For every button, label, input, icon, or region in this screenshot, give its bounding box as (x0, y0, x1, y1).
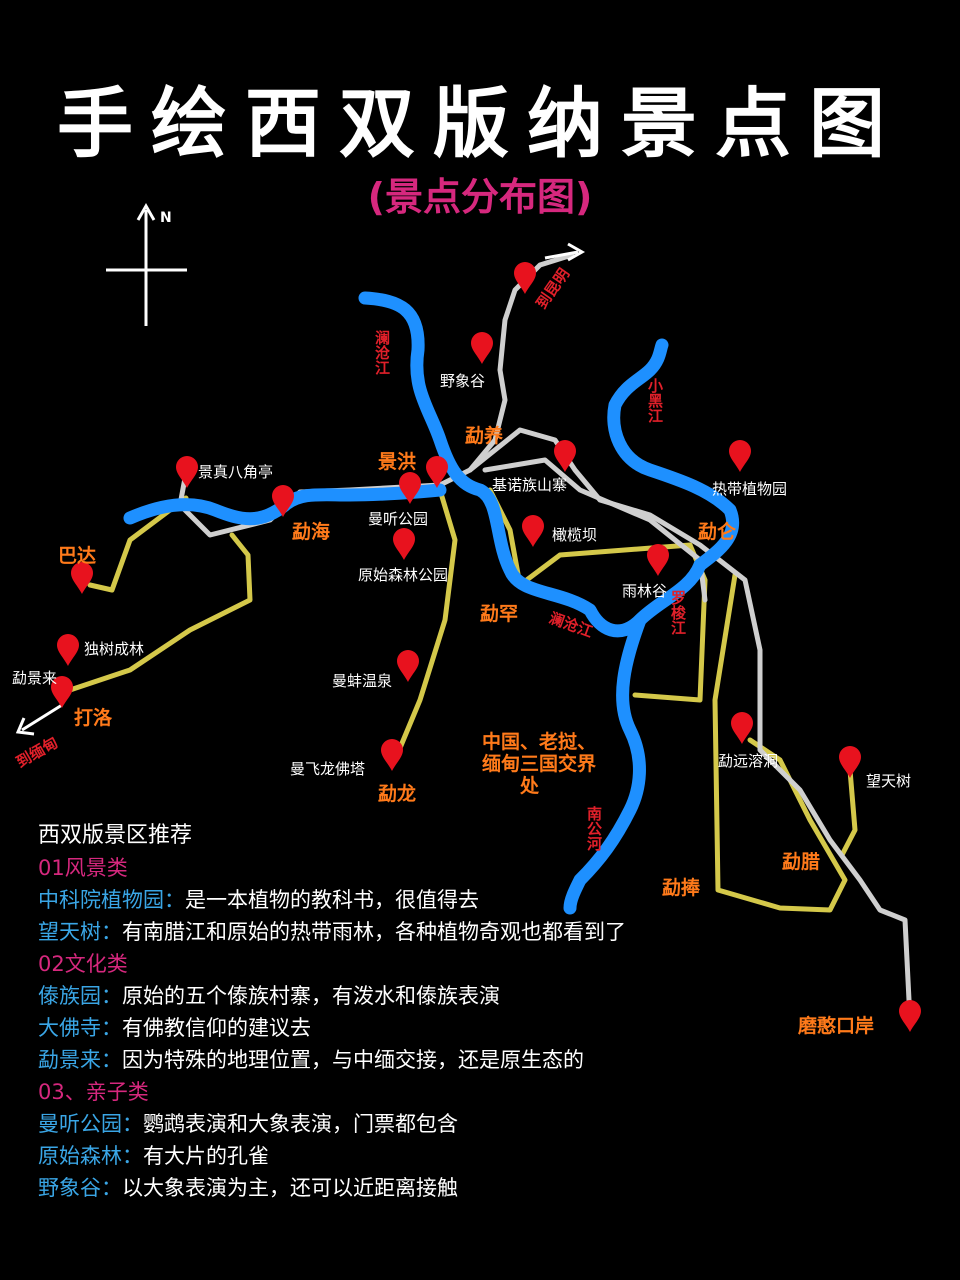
recommendation-item: 大佛寺：有佛教信仰的建议去 (38, 1012, 738, 1044)
location-pin-icon[interactable] (522, 515, 544, 547)
recommendation-name: 傣族园： (38, 984, 122, 1008)
town-label-bada: 巴达 (58, 544, 96, 567)
spot-label-wangtianshu: 望天树 (866, 772, 911, 790)
location-pins (51, 262, 921, 1032)
river-label-lancang-north: 澜沧江 (373, 329, 391, 376)
recommendation-desc: 有佛教信仰的建议去 (122, 1016, 311, 1040)
compass-north-label: N (160, 210, 172, 226)
page-subtitle: (景点分布图) (367, 175, 593, 219)
river-label-nangong: 南公河 (585, 805, 603, 852)
recommendation-name: 野象谷： (38, 1176, 122, 1200)
recommendation-item: 曼听公园：鹦鹉表演和大象表演，门票都包含 (38, 1108, 738, 1140)
direction-label-kunming: 到昆明 (533, 265, 574, 312)
spot-label-jingzhen-pavilion: 景真八角亭 (198, 463, 273, 481)
recommendation-desc: 因为特殊的地理位置，与中缅交接，还是原生态的 (122, 1048, 584, 1072)
recommendation-desc: 鹦鹉表演和大象表演，门票都包含 (143, 1112, 458, 1136)
recommendation-desc: 是一本植物的教科书，很值得去 (185, 888, 479, 912)
location-pin-icon[interactable] (51, 676, 73, 708)
town-label-menglong: 勐龙 (378, 782, 416, 805)
spot-label-single-tree-forest: 独树成林 (84, 640, 144, 658)
page-title: 手绘西双版纳景点图 (57, 79, 903, 168)
location-pin-icon[interactable] (729, 440, 751, 472)
town-label-mengla: 勐腊 (782, 851, 820, 873)
location-pin-icon[interactable] (731, 712, 753, 744)
location-pin-icon[interactable] (471, 332, 493, 364)
spot-label-primeval-forest-park: 原始森林公园 (358, 566, 448, 584)
location-pin-icon[interactable] (393, 528, 415, 560)
recommendation-name: 中科院植物园： (38, 888, 185, 912)
recommendation-category: 02文化类 (38, 952, 128, 976)
border-label: 中国、老挝、 缅甸三国交界 处 (482, 730, 603, 797)
town-label-menglun: 勐仑 (698, 520, 737, 543)
location-pin-icon[interactable] (71, 562, 93, 594)
location-pin-icon[interactable] (57, 634, 79, 666)
town-label-mengpeng: 勐捧 (662, 876, 701, 899)
spot-label-jinuo-village: 基诺族山寨 (492, 476, 567, 494)
recommendation-name: 曼听公园： (38, 1112, 143, 1136)
arrow-to-kunming-icon (544, 242, 586, 262)
arrow-to-myanmar-icon (15, 703, 63, 736)
location-pin-icon[interactable] (399, 472, 421, 504)
recommendations-list: 01风景类中科院植物园：是一本植物的教科书，很值得去望天树：有南腊江和原始的热带… (38, 852, 738, 1204)
river-label-xiaohei: 小黑江 (646, 378, 664, 424)
town-label-daluo: 打洛 (74, 706, 113, 729)
location-pin-icon[interactable] (272, 485, 294, 517)
recommendation-item: 勐景来：因为特殊的地理位置，与中缅交接，还是原生态的 (38, 1044, 738, 1076)
river-label-luosuo: 罗梭江 (669, 590, 687, 636)
recommendation-category: 03、亲子类 (38, 1080, 149, 1104)
location-pin-icon[interactable] (381, 739, 403, 771)
spot-label-mengjinglai: 勐景来 (12, 669, 57, 687)
recommendations-heading: 西双版景区推荐 (38, 823, 193, 848)
spot-label-manfeilong-pagoda: 曼飞龙佛塔 (290, 760, 365, 778)
spot-label-ganlanba: 橄榄坝 (552, 526, 597, 544)
location-pin-icon[interactable] (426, 456, 448, 488)
recommendation-item: 望天树：有南腊江和原始的热带雨林，各种植物奇观也都看到了 (38, 916, 738, 948)
spot-label-rainforest-valley: 雨林谷 (622, 582, 667, 600)
spot-label-manting-park: 曼听公园 (368, 510, 428, 528)
recommendation-name: 原始森林： (38, 1144, 143, 1168)
spot-label-mengyuan-cave: 勐远溶洞 (718, 752, 778, 770)
location-pin-icon[interactable] (647, 544, 669, 576)
location-pin-icon[interactable] (514, 262, 536, 294)
recommendation-name: 勐景来： (38, 1048, 122, 1072)
direction-label-myanmar: 到缅甸 (13, 733, 61, 771)
location-pin-icon[interactable] (899, 1000, 921, 1032)
rivers (123, 291, 740, 915)
spot-label-tropical-botanical-garden: 热带植物园 (712, 480, 787, 498)
recommendations-panel: 西双版景区推荐 01风景类中科院植物园：是一本植物的教科书，很值得去望天树：有南… (38, 820, 738, 1204)
recommendation-category: 01风景类 (38, 856, 128, 880)
recommendation-item: 中科院植物园：是一本植物的教科书，很值得去 (38, 884, 738, 916)
town-label-mohan-port: 磨憨口岸 (797, 1014, 874, 1037)
recommendation-name: 望天树： (38, 920, 122, 944)
recommendation-item: 傣族园：原始的五个傣族村寨，有泼水和傣族表演 (38, 980, 738, 1012)
town-label-jinghong: 景洪 (378, 451, 416, 473)
recommendation-item: 原始森林：有大片的孔雀 (38, 1140, 738, 1172)
location-pin-icon[interactable] (839, 746, 861, 778)
town-label-menghai: 勐海 (292, 520, 330, 543)
town-label-menghan: 勐罕 (480, 603, 518, 625)
town-label-mengyang: 勐养 (465, 424, 503, 447)
location-pin-icon[interactable] (176, 456, 198, 488)
recommendation-name: 大佛寺： (38, 1016, 122, 1040)
recommendation-desc: 有南腊江和原始的热带雨林，各种植物奇观也都看到了 (122, 920, 626, 944)
location-pin-icon[interactable] (554, 440, 576, 472)
recommendation-desc: 原始的五个傣族村寨，有泼水和傣族表演 (122, 984, 500, 1008)
spot-label-manbeng-hot-spring: 曼蚌温泉 (332, 672, 392, 690)
compass-icon (106, 202, 187, 326)
recommendation-item: 野象谷：以大象表演为主，还可以近距离接触 (38, 1172, 738, 1204)
recommendation-desc: 有大片的孔雀 (143, 1144, 269, 1168)
recommendation-desc: 以大象表演为主，还可以近距离接触 (122, 1176, 458, 1200)
location-pin-icon[interactable] (397, 650, 419, 682)
spot-label-wild-elephant-valley: 野象谷 (440, 372, 485, 390)
